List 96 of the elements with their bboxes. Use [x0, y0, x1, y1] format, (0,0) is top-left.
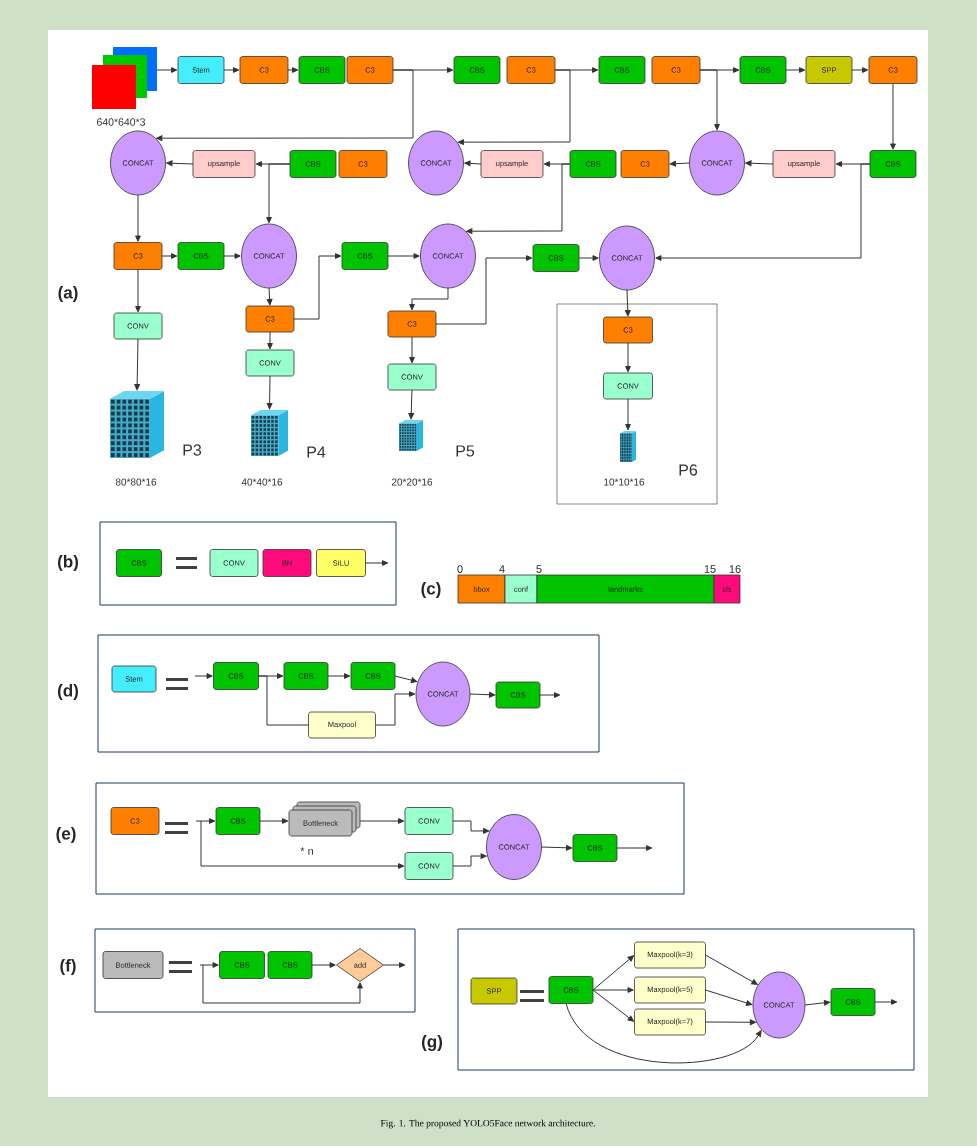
feature-map-drawing	[620, 431, 636, 462]
arrow	[359, 818, 405, 824]
arrow	[565, 1003, 762, 1064]
arrow	[135, 269, 141, 313]
arrow	[452, 820, 490, 834]
panel-label: (g)	[422, 1035, 442, 1051]
arrow	[452, 853, 487, 867]
feature-map-drawing	[110, 391, 164, 458]
feature-map-drawing	[399, 420, 423, 451]
arrow	[327, 673, 351, 679]
arrow	[435, 255, 533, 325]
size-label: 40*40*16	[241, 478, 283, 486]
arrow	[293, 253, 342, 320]
panel-label: (f)	[60, 959, 76, 975]
arrow	[592, 989, 634, 1022]
arrow	[851, 67, 869, 73]
arrow	[195, 818, 216, 824]
arrow	[259, 818, 289, 824]
arrow	[156, 69, 414, 142]
arrow	[705, 989, 753, 1006]
arrow	[409, 336, 415, 364]
panel-frame	[457, 928, 915, 1071]
arrow	[266, 287, 273, 306]
arrow	[699, 69, 720, 131]
map-label: P6	[679, 464, 698, 476]
panel-frame	[94, 928, 416, 1013]
arrow	[161, 253, 178, 259]
arrow	[200, 820, 405, 869]
index-number: 5	[536, 565, 542, 573]
panel-frame	[95, 782, 685, 895]
arrow	[464, 160, 482, 167]
arrow	[625, 398, 631, 431]
arrow	[266, 163, 291, 224]
arrow	[705, 1019, 757, 1026]
arrow	[469, 691, 496, 698]
size-label: 80*80*16	[115, 478, 157, 486]
size-label: * n	[300, 847, 313, 855]
connector-line	[258, 675, 309, 726]
feature-map-drawing	[251, 410, 288, 456]
arrow	[578, 255, 599, 261]
panel-label: (a)	[58, 286, 78, 302]
arrow	[223, 67, 240, 73]
arrow	[156, 67, 178, 73]
arrow	[408, 389, 415, 420]
arrow	[624, 289, 631, 317]
arrow	[194, 673, 213, 679]
arrow	[166, 160, 194, 167]
size-label: 640*640*3	[97, 118, 146, 126]
panel-label: (e)	[56, 827, 76, 843]
map-label: P5	[456, 445, 475, 457]
arrow	[541, 844, 573, 851]
size-label: 20*20*16	[391, 478, 433, 486]
arrow	[375, 691, 416, 726]
panel-label: (b)	[58, 555, 78, 571]
arrow	[266, 375, 273, 410]
arrow	[616, 845, 653, 851]
arrow	[655, 163, 871, 261]
size-label: 10*10*16	[604, 478, 645, 486]
arrow	[669, 160, 690, 167]
arrow	[466, 163, 571, 235]
arrow	[592, 955, 635, 991]
arrow	[267, 331, 273, 350]
arrow	[311, 962, 336, 968]
figure-caption: Fig. 1. The proposed YOLO5Face network architecture.	[380, 1119, 595, 1129]
arrow	[539, 692, 561, 698]
arrow	[592, 987, 634, 993]
map-label: P4	[307, 446, 326, 458]
panel-frame	[556, 303, 718, 505]
arrow	[287, 67, 299, 73]
input-image-drawing	[92, 47, 157, 109]
arrow	[135, 194, 141, 242]
arrow	[394, 675, 418, 684]
arrow	[387, 253, 420, 259]
panel-frame	[99, 521, 397, 606]
arrow	[785, 67, 806, 73]
panel-label: (d)	[58, 684, 78, 700]
index-number: 16	[729, 565, 741, 573]
panel-label: (c)	[421, 582, 441, 598]
arrow	[365, 560, 389, 566]
arrow	[745, 160, 774, 167]
arrow	[383, 962, 406, 968]
arrow	[223, 253, 241, 259]
panel-frame	[97, 634, 600, 753]
arrow	[457, 69, 571, 145]
arrow	[874, 999, 898, 1005]
arrow	[890, 83, 896, 150]
arrow	[625, 342, 631, 373]
arrow	[409, 287, 449, 311]
arrow	[134, 338, 140, 391]
index-number: 4	[499, 565, 505, 573]
arrow	[705, 954, 758, 985]
arrow	[804, 999, 831, 1006]
arrow	[202, 964, 363, 1004]
index-number: 15	[704, 565, 716, 573]
arrow	[199, 962, 219, 968]
map-label: P3	[183, 444, 202, 456]
